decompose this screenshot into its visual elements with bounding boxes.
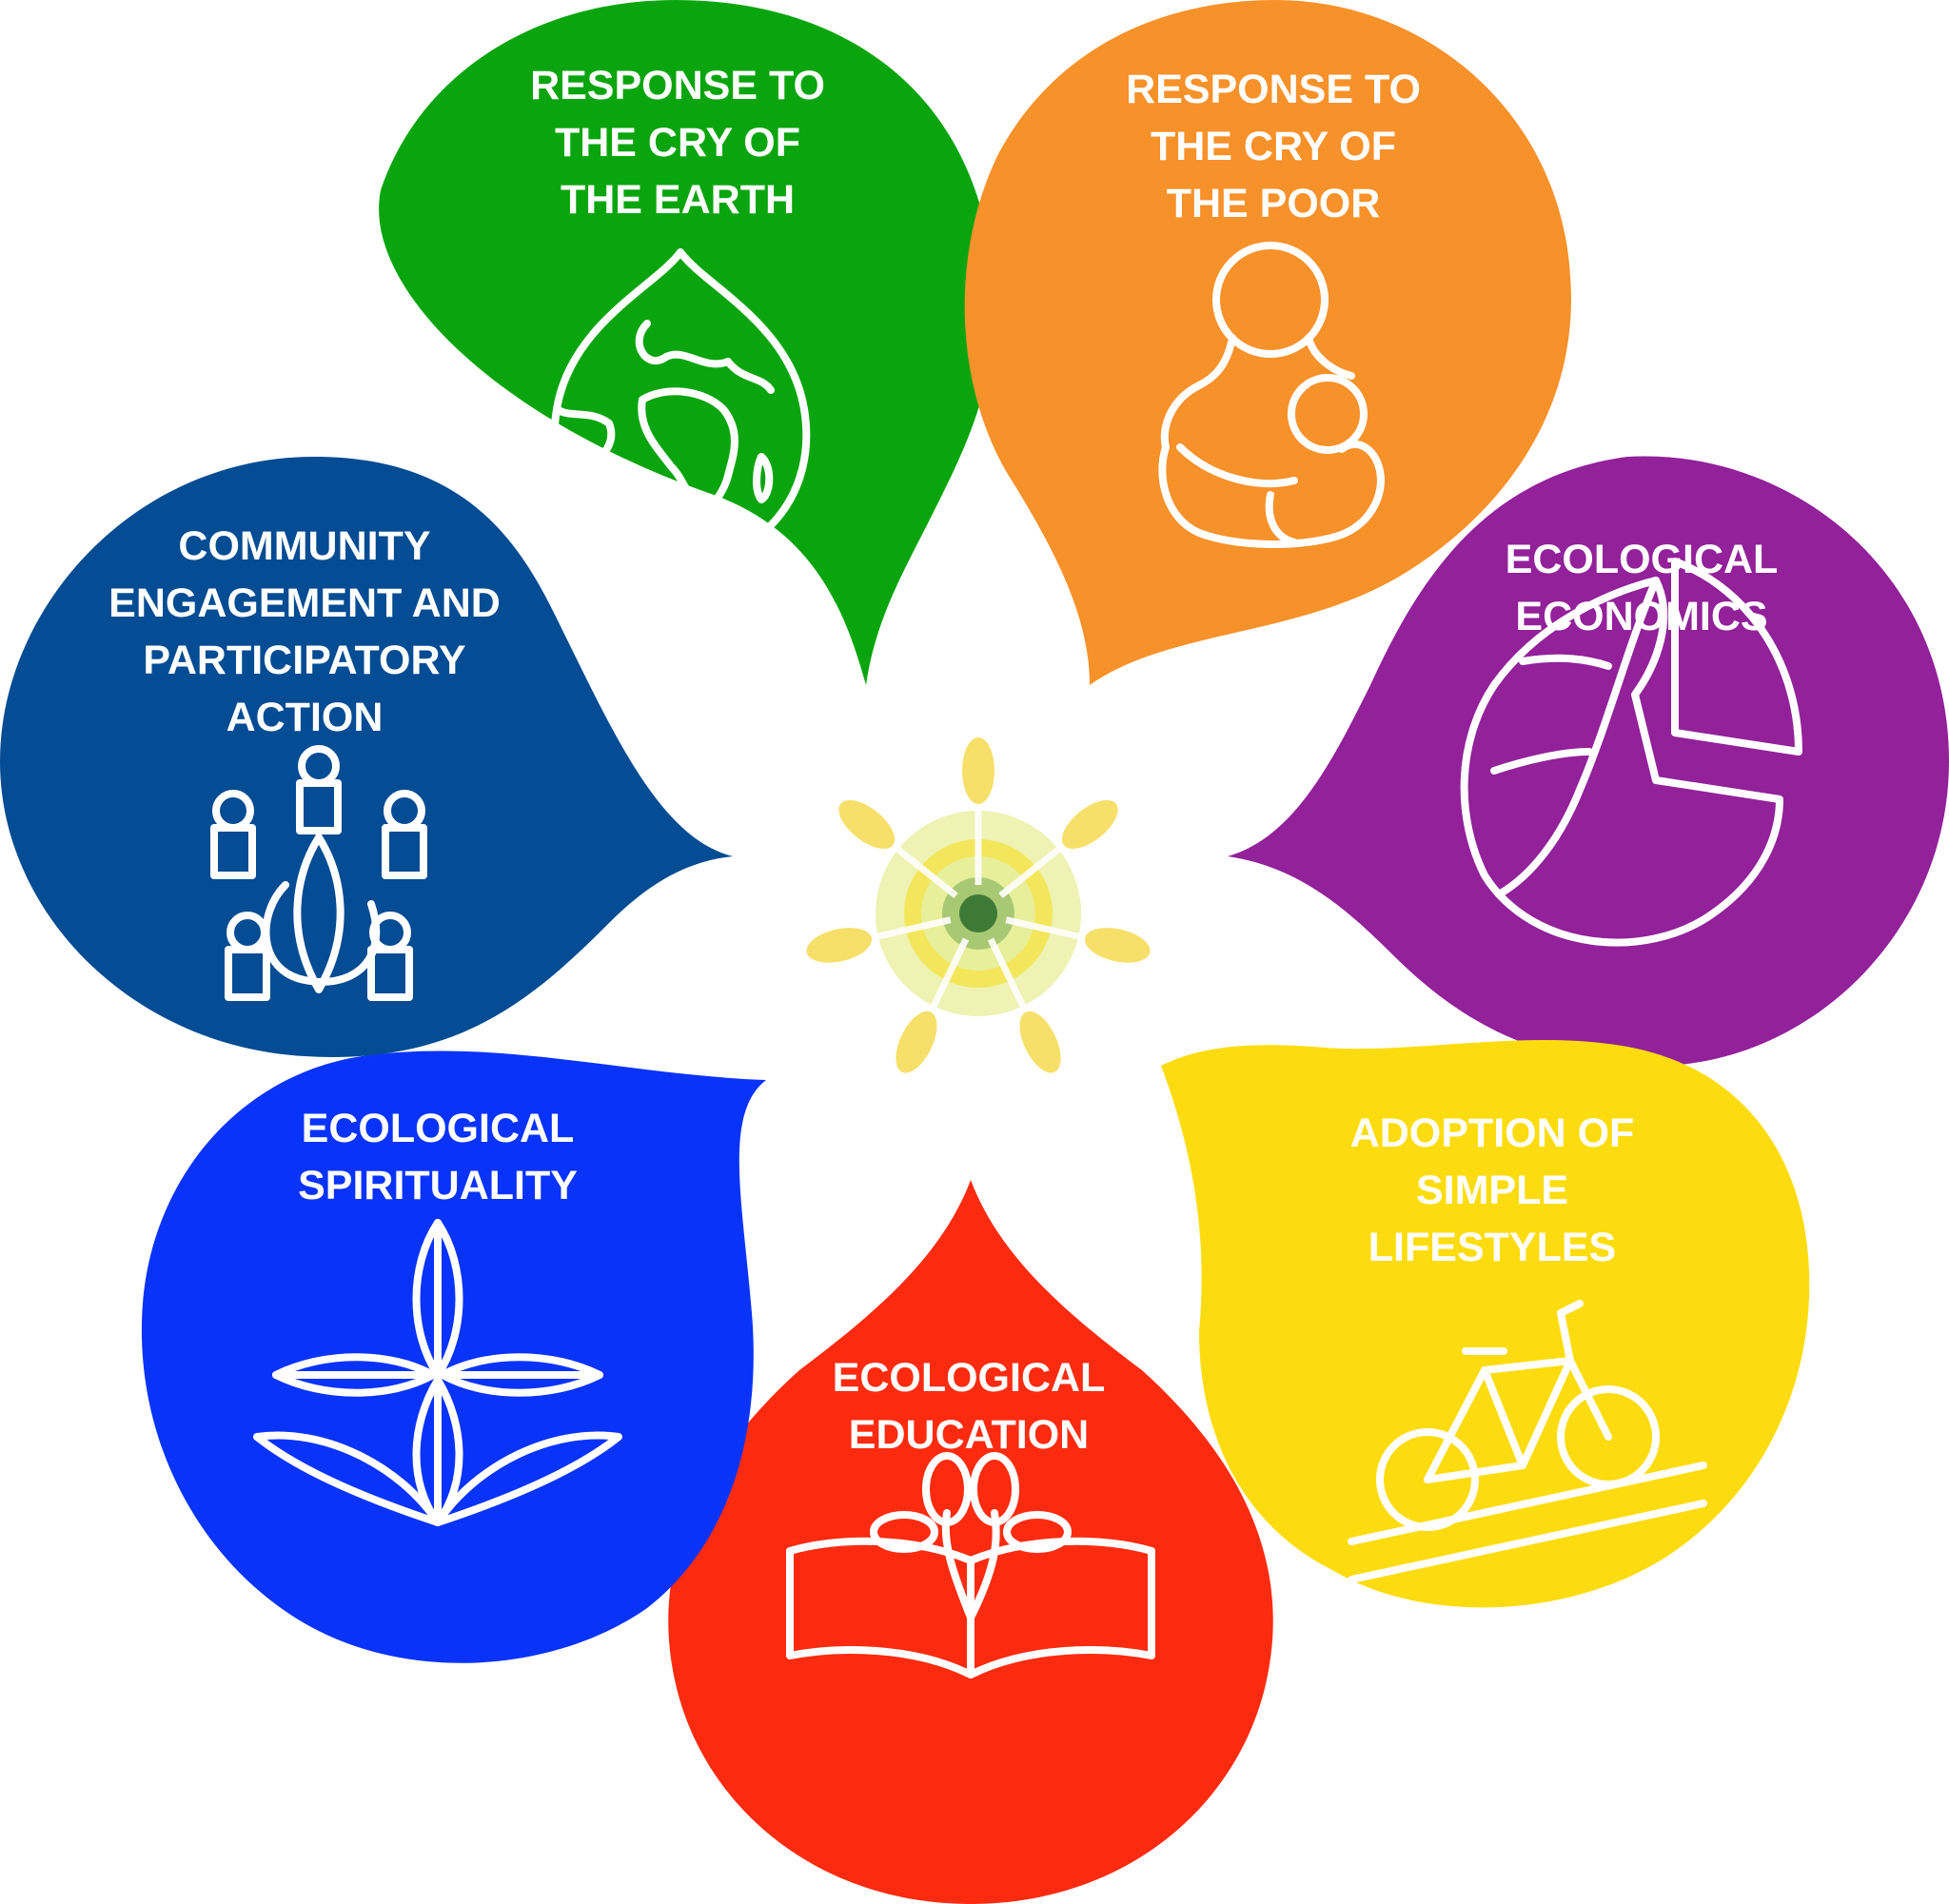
sun-ray <box>1084 928 1151 963</box>
label-spirituality-line-1: ECOLOGICAL <box>302 1106 575 1151</box>
petal-community <box>0 457 733 1057</box>
sun-ray <box>838 799 896 850</box>
label-spirituality-line-2: SPIRITUALITY <box>298 1163 578 1208</box>
leaf-cross-icon <box>253 1219 622 1526</box>
petal-spirituality <box>141 1050 767 1663</box>
petal-earth <box>379 0 995 685</box>
sun-spoke <box>998 845 1063 899</box>
leaf-pie-chart-icon <box>1460 558 1802 947</box>
label-community-line-3: PARTICIPATORY <box>143 638 465 683</box>
label-lifestyles-line-1: ADOPTION OF <box>1350 1110 1635 1156</box>
label-earth-line-3: THE EARTH <box>561 177 795 223</box>
label-poor: RESPONSE TO THE CRY OF THE POOR <box>1126 67 1421 226</box>
petal-education <box>668 1180 1273 1904</box>
sun-spoke <box>894 845 958 899</box>
label-spirituality: ECOLOGICAL SPIRITUALITY <box>298 1106 578 1208</box>
label-education-line-2: EDUCATION <box>849 1412 1089 1458</box>
sun-center-icon <box>806 737 1151 1073</box>
petal-spirituality-shape <box>141 1050 767 1663</box>
sun-spoke <box>930 937 970 1010</box>
sun-ray <box>806 928 873 963</box>
sun-ray <box>896 1011 937 1073</box>
sun-spoke <box>1005 916 1082 940</box>
sun-ray <box>1061 799 1118 850</box>
label-poor-line-2: THE CRY OF <box>1151 124 1396 169</box>
label-lifestyles: ADOPTION OF SIMPLE LIFESTYLES <box>1350 1110 1635 1270</box>
label-lifestyles-line-2: SIMPLE <box>1416 1168 1568 1213</box>
people-circle-icon <box>210 745 427 1001</box>
label-community-line-1: COMMUNITY <box>178 523 430 569</box>
label-poor-line-3: THE POOR <box>1167 181 1381 226</box>
label-community-line-4: ACTION <box>226 695 384 740</box>
book-tree-icon <box>786 1452 1155 1678</box>
sun-ray <box>962 737 994 804</box>
mother-child-icon <box>1158 242 1385 548</box>
label-lifestyles-line-3: LIFESTYLES <box>1368 1225 1616 1270</box>
sun-spoke <box>875 916 952 940</box>
petal-education-shape <box>668 1180 1273 1904</box>
petal-community-shape <box>0 457 733 1057</box>
label-poor-line-1: RESPONSE TO <box>1126 67 1421 112</box>
petal-poor <box>964 0 1571 685</box>
label-economics: ECOLOGICAL ECONOMICS <box>1506 537 1779 639</box>
label-community-line-2: ENGAGEMENT AND <box>108 580 501 626</box>
sun-spoke <box>987 937 1027 1010</box>
label-education: ECOLOGICAL EDUCATION <box>833 1355 1106 1458</box>
sun-core <box>959 894 997 932</box>
bicycle-icon <box>1348 1300 1707 1583</box>
label-earth-line-2: THE CRY OF <box>555 120 800 166</box>
label-earth-line-1: RESPONSE TO <box>530 63 825 108</box>
petal-poor-shape <box>964 0 1571 685</box>
petal-earth-shape <box>379 0 995 685</box>
label-earth: RESPONSE TO THE CRY OF THE EARTH <box>530 63 825 223</box>
label-economics-line-1: ECOLOGICAL <box>1506 537 1779 582</box>
label-community: COMMUNITY ENGAGEMENT AND PARTICIPATORY A… <box>108 523 501 740</box>
label-economics-line-2: ECONOMICS <box>1515 594 1767 639</box>
sun-ray <box>1019 1011 1061 1073</box>
label-education-line-1: ECOLOGICAL <box>833 1355 1106 1401</box>
globe-drop-icon <box>550 248 811 565</box>
